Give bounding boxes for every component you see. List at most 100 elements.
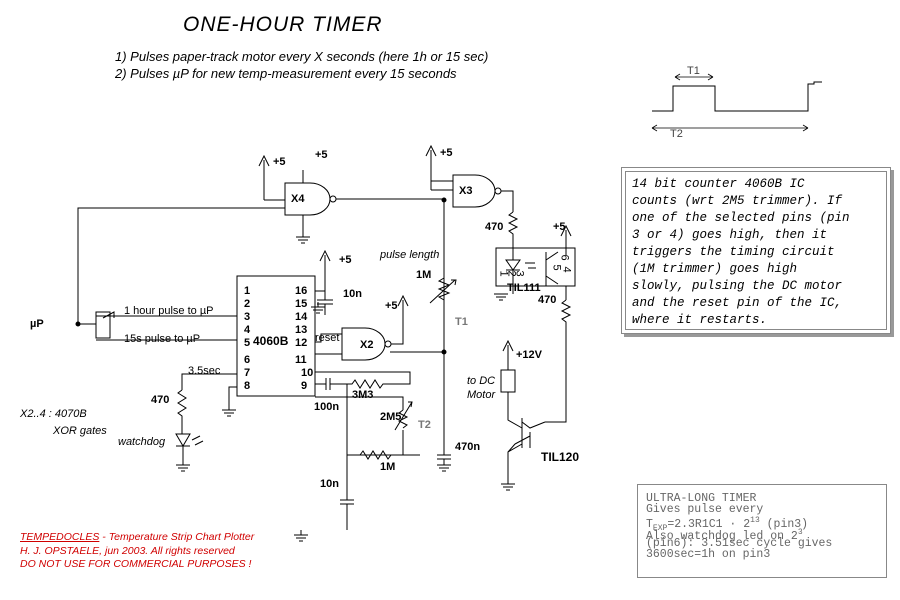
description-line: one of the selected pins (pin <box>632 211 850 225</box>
r1m-label: 1M <box>380 461 396 473</box>
x2-label: X2 <box>360 339 374 351</box>
description-line: triggers the timing circuit <box>632 245 835 259</box>
waveform-t2-label: T2 <box>670 128 683 140</box>
description-line: and the reset pin of the IC, <box>632 296 843 310</box>
r1m-label: 1M <box>416 269 432 281</box>
ultra-formula-sub: EXP <box>652 524 668 534</box>
note-2: 2) Pulses µP for new temp-measurement ev… <box>115 66 457 81</box>
footer-line-3: DO NOT USE FOR COMMERCIAL PURPOSES ! <box>20 558 252 570</box>
c10n-label: 10n <box>320 478 339 490</box>
xor-note: X2..4 : 4070B <box>20 408 87 420</box>
ic-pin: 5 <box>244 337 251 349</box>
til120-label: TIL120 <box>541 450 580 464</box>
motor-label-1: to DC <box>467 375 496 387</box>
ic-pin: 16 <box>295 285 308 297</box>
ultra-formula-t: T <box>646 517 653 531</box>
note-1: 1) Pulses paper-track motor every X seco… <box>115 49 489 64</box>
hour-pulse-label: 1 hour pulse to µP <box>124 305 214 317</box>
plus5-label: +5 <box>273 156 286 168</box>
description-line: where it restarts. <box>632 313 768 327</box>
til111-body <box>495 247 576 287</box>
ic-pin: 4 <box>244 324 251 336</box>
ic-pin: 1 <box>244 285 251 297</box>
dc-motor <box>500 369 516 393</box>
ic-pin: 9 <box>301 380 308 392</box>
waveform-t1-label: T1 <box>687 65 700 77</box>
ground-symbols <box>176 236 515 542</box>
til111-label: TIL111 <box>507 282 541 294</box>
t2-label: T2 <box>418 419 431 431</box>
waveform-t1-arrow <box>674 73 714 81</box>
plus5-label: +5 <box>339 254 352 266</box>
til120-transistor <box>507 412 546 484</box>
motor-label-2: Motor <box>467 389 496 401</box>
trimmer-2m5 <box>315 396 413 431</box>
r470-label: 470 <box>485 221 504 233</box>
t1-label: T1 <box>455 316 468 328</box>
x4-label: X4 <box>291 193 305 205</box>
ic-pin: 2 <box>244 298 251 310</box>
description-line: (1M trimmer) goes high <box>632 262 798 276</box>
ic-pin: 6 <box>244 354 251 366</box>
ic-pin: 3 <box>244 311 251 323</box>
opto-pin: 6 <box>558 254 571 261</box>
plus5-label: +5 <box>315 149 328 161</box>
opto-pin: 3 <box>513 270 526 277</box>
ultra-watchdog-text: Also watchdog led on 2 <box>646 529 798 543</box>
c470n-label: 470n <box>455 441 481 453</box>
plus12-label: +12V <box>516 349 542 361</box>
ultra-line-1: ULTRA-LONG TIMER <box>646 492 757 505</box>
page-title: ONE-HOUR TIMER <box>183 13 383 36</box>
r2m5-label: 2M5 <box>380 411 402 423</box>
waveform-t2-arrow <box>651 124 809 132</box>
reset-label: reset <box>315 332 340 344</box>
r470-label: 470 <box>538 294 557 306</box>
resistor-470-led <box>177 389 187 434</box>
footer-line-1: TEMPEDOCLES - Temperature Strip Chart Pl… <box>20 531 254 544</box>
ultra-line-5: (pin6): 3.51sec cycle gives <box>646 537 833 550</box>
ic-pin: 15 <box>295 298 308 310</box>
pulse-length-label: pulse length <box>380 249 440 261</box>
footer-subtitle: - Temperature Strip Chart Plotter <box>99 531 255 543</box>
ic-pin: 10 <box>301 367 314 379</box>
ic-4060b-body <box>236 275 316 397</box>
description-line: counts (wrt 2M5 trimmer). If <box>632 194 843 208</box>
footer-line-2: H. J. OPSTAELE, jun 2003. All rights res… <box>20 545 235 557</box>
watchdog-led <box>175 433 204 465</box>
description-box: 14 bit counter 4060B IC counts (wrt 2M5 … <box>621 167 891 334</box>
ultra-line-4: Also watchdog led on 23 <box>646 527 803 542</box>
plus5-label: +5 <box>440 147 453 159</box>
c10n-label: 10n <box>343 288 362 300</box>
c100n-label: 100n <box>314 401 340 413</box>
ic-pin: 7 <box>244 367 251 379</box>
ultra-formula-pin: (pin3) <box>759 517 809 531</box>
ic-4060b-label: 4060B <box>253 334 289 348</box>
plus5-label: +5 <box>553 221 566 233</box>
ic-pin: 8 <box>244 380 251 392</box>
ultra-watchdog-sup: 3 <box>797 528 803 537</box>
plus5-label: +5 <box>385 300 398 312</box>
description-box-inner <box>625 171 887 330</box>
supply-arrows <box>258 144 572 370</box>
ic-pin: 11 <box>295 354 307 366</box>
watchdog-label: watchdog <box>118 436 166 448</box>
ic-pin: 14 <box>295 311 308 323</box>
description-line: 14 bit counter 4060B IC <box>632 177 805 191</box>
r470-label: 470 <box>151 394 170 406</box>
up-label: µP <box>30 318 44 330</box>
description-line: slowly, pulsing the DC motor <box>632 279 843 293</box>
xor-note-2: XOR gates <box>53 425 107 437</box>
ultra-long-timer-box: ULTRA-LONG TIMER Gives pulse every TEXP=… <box>637 484 887 578</box>
r3m3-label: 3M3 <box>352 389 374 401</box>
ic-pin: 12 <box>295 337 308 349</box>
sec35-label: 3.5sec <box>188 365 221 377</box>
opto-pin: 4 <box>560 266 573 273</box>
x3-label: X3 <box>459 185 473 197</box>
trimmer-1m <box>429 200 457 316</box>
ultra-line-3: TEXP=2.3R1C1 · 213 (pin3) <box>646 515 808 535</box>
description-line: 3 or 4) goes high, then it <box>632 228 828 242</box>
ultra-formula-body: =2.3R1C1 · 2 <box>667 517 751 531</box>
ultra-line-2: Gives pulse every <box>646 503 764 516</box>
